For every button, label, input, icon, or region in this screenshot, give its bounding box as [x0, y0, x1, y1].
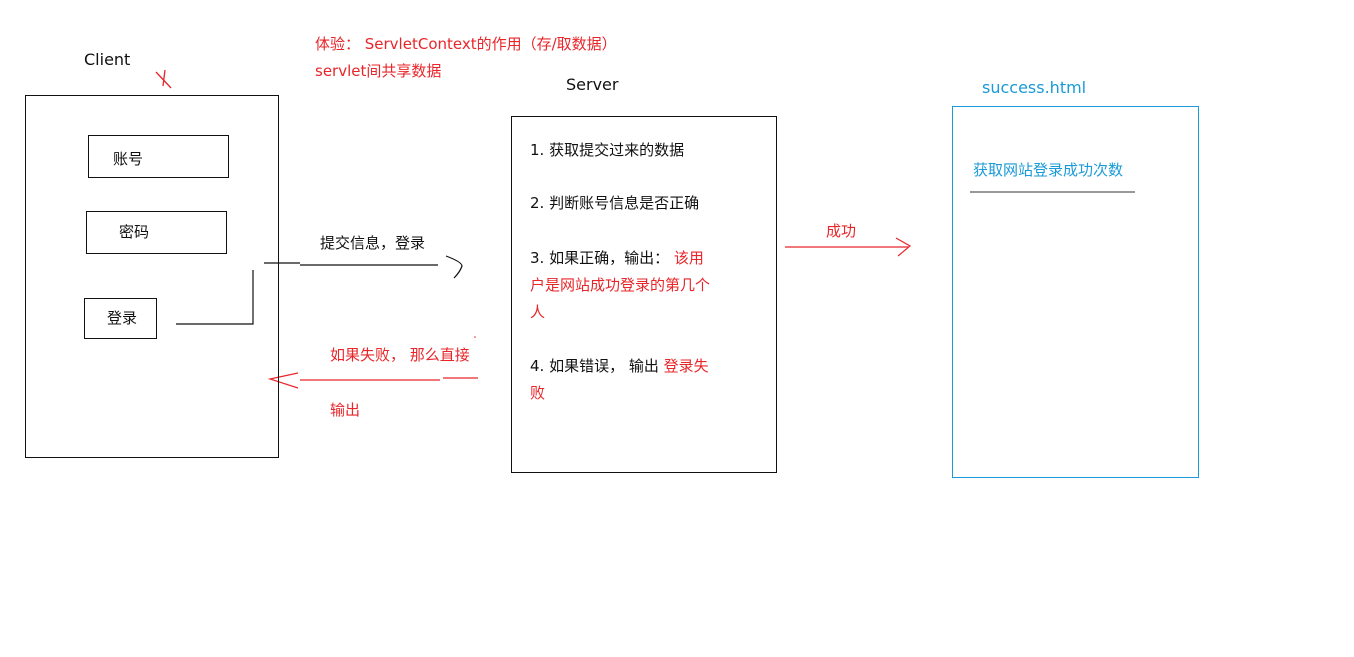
- server-step-3: 3. 如果正确，输出： 该用: [530, 251, 704, 266]
- header-subtitle: servlet间共享数据: [315, 62, 442, 80]
- fail-arrow-label-1: 如果失败， 那么直接: [330, 346, 470, 364]
- server-box: [511, 116, 777, 473]
- login-button-label: 登录: [107, 309, 138, 327]
- login-button[interactable]: 登录: [84, 298, 157, 339]
- server-step-4-output-2: 败: [530, 384, 546, 402]
- server-label: Server: [566, 75, 619, 94]
- password-field-label: 密码: [119, 223, 150, 241]
- success-page-content: 获取网站登录成功次数: [973, 161, 1124, 179]
- submit-arrowhead: [445, 255, 463, 279]
- client-box: [25, 95, 279, 458]
- account-field[interactable]: 账号: [88, 135, 229, 178]
- server-step-3-output-2: 户是网站成功登录的第几个: [530, 276, 711, 294]
- server-step-4-prefix: 4. 如果错误， 输出: [530, 357, 659, 375]
- server-step-2: 2. 判断账号信息是否正确: [530, 194, 700, 212]
- success-arrow-label: 成功: [826, 222, 857, 240]
- password-field[interactable]: 密码: [86, 211, 227, 254]
- server-step-4-output-1: 登录失: [663, 357, 709, 375]
- success-page-box: [952, 106, 1199, 478]
- server-step-3-output-1: 该用: [673, 249, 704, 267]
- header-title: 体验： ServletContext的作用（存/取数据）: [315, 35, 617, 53]
- success-page-label: success.html: [982, 78, 1087, 97]
- server-step-3-output-3: 人: [530, 303, 546, 321]
- fail-arrowhead: [267, 372, 299, 389]
- submit-arrow-label: 提交信息，登录: [320, 234, 426, 252]
- server-step-4: 4. 如果错误， 输出 登录失: [530, 359, 709, 374]
- server-step-1: 1. 获取提交过来的数据: [530, 141, 685, 159]
- red-x-mark: [155, 69, 172, 89]
- success-arrowhead: [895, 237, 912, 257]
- login-connector-line: [176, 270, 254, 325]
- faint-dot: [474, 336, 476, 338]
- account-field-label: 账号: [113, 150, 144, 168]
- server-step-3-prefix: 3. 如果正确，输出：: [530, 249, 670, 267]
- fail-arrow-label-2: 输出: [330, 401, 361, 419]
- client-label: Client: [84, 50, 131, 69]
